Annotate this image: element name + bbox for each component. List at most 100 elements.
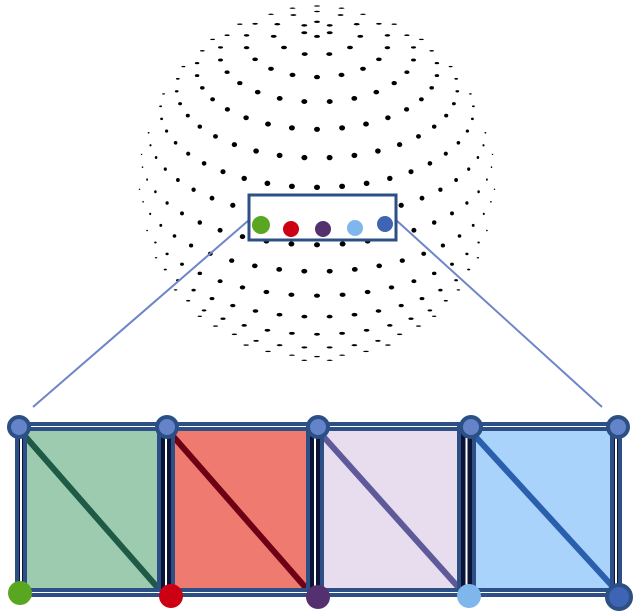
sphere-dot <box>476 257 480 259</box>
sphere-dot <box>254 89 261 95</box>
sphere-dot <box>454 77 459 80</box>
sphere-dot <box>231 333 238 336</box>
sphere-dot <box>180 262 184 266</box>
sphere-dot <box>230 202 236 208</box>
sphere-dot <box>375 148 381 154</box>
sphere-dot <box>455 90 460 93</box>
sphere-dot <box>197 220 203 225</box>
sphere-dot <box>486 178 488 181</box>
sphere-dot <box>326 31 333 35</box>
sphere-dot <box>314 5 320 7</box>
sphere-dot <box>163 268 167 271</box>
sphere-dot <box>363 180 370 187</box>
zoom-box-frame <box>247 193 398 242</box>
sphere-dot-pattern <box>138 5 496 361</box>
sphere-dot <box>427 309 433 312</box>
sphere-dot <box>185 113 190 118</box>
sphere-dot <box>197 271 203 276</box>
sphere-dot <box>375 339 381 342</box>
sphere-dot <box>288 241 295 247</box>
sphere-dot <box>398 303 404 308</box>
sphere-dot <box>465 129 470 133</box>
top-node <box>155 415 179 439</box>
sphere-dot <box>339 125 346 131</box>
sphere-dot <box>326 99 333 105</box>
sphere-dot <box>451 102 456 106</box>
sphere-dot <box>165 252 169 256</box>
sphere-dot <box>314 20 320 23</box>
sphere-dot <box>276 344 283 347</box>
sphere-dot <box>173 140 178 145</box>
sphere-dot <box>385 344 391 346</box>
sphere-dot <box>224 107 230 112</box>
sphere-dot <box>141 166 144 168</box>
sphere-dot <box>138 188 141 190</box>
sphere-dot <box>339 241 346 247</box>
sphere-dot <box>149 212 152 216</box>
sphere-dot <box>326 359 333 361</box>
sphere-dot <box>411 227 417 233</box>
sphere-dot <box>186 299 191 302</box>
sphere-dot <box>419 195 425 201</box>
top-node <box>606 415 630 439</box>
sphere-dot <box>387 175 393 182</box>
sphere-dot <box>154 156 158 159</box>
sphere-dot <box>180 211 184 216</box>
sphere-dot <box>457 234 462 238</box>
sphere-dot <box>289 7 296 9</box>
cell-diagonal <box>169 432 309 591</box>
sphere-dot <box>396 142 403 148</box>
sphere-dot <box>224 70 230 75</box>
cell-strip <box>7 415 633 611</box>
sphere-dot <box>194 62 200 65</box>
sphere-dot <box>363 121 369 127</box>
sphere-dot <box>364 289 371 295</box>
sphere-dot <box>188 243 194 248</box>
sphere-dot <box>443 299 448 302</box>
sphere-dot <box>241 175 247 182</box>
sphere-dot <box>159 105 163 108</box>
sphere-dot <box>274 23 281 26</box>
sphere-dot <box>154 190 157 194</box>
sphere-dot <box>149 144 152 147</box>
sphere-dot <box>213 134 218 139</box>
sphere-dot <box>174 90 179 93</box>
sphere-dot <box>263 289 270 295</box>
sphere-dot <box>154 257 158 259</box>
sphere-dot <box>276 152 283 159</box>
sphere-dot <box>281 45 287 50</box>
sphere-dot <box>444 113 449 118</box>
sphere-dot <box>229 258 235 263</box>
sphere-dot <box>476 156 480 159</box>
sphere-dot <box>477 241 480 244</box>
sphere-dot <box>410 58 417 62</box>
sphere-dot <box>408 317 414 320</box>
sphere-dot <box>404 70 410 75</box>
sphere-dot <box>301 99 308 105</box>
sphere-dot <box>201 309 207 312</box>
sphere-dot <box>301 346 308 349</box>
sphere-dot <box>314 34 320 38</box>
sphere-dot <box>404 34 410 37</box>
bottom-node <box>457 584 481 608</box>
sphere-dot <box>268 13 274 15</box>
sphere-dot <box>326 346 333 349</box>
sphere-dot <box>213 325 218 327</box>
sphere-dot <box>408 169 414 175</box>
sphere-dot <box>448 65 453 68</box>
sphere-dot <box>351 344 358 347</box>
sphere-dot <box>217 58 224 62</box>
sphere-dot <box>351 312 358 317</box>
sphere-dot <box>467 167 471 171</box>
sphere-dot <box>288 354 295 356</box>
sphere-dot <box>410 46 417 49</box>
sample-marker <box>347 220 363 236</box>
sphere-dot <box>301 359 308 361</box>
sphere-dot <box>239 234 246 240</box>
sphere-dot <box>186 151 191 156</box>
sphere-dot <box>431 271 437 276</box>
sphere-dot <box>270 34 277 38</box>
sphere-dot <box>191 288 196 292</box>
sphere-dot <box>467 268 471 271</box>
sphere-dot <box>251 263 258 269</box>
